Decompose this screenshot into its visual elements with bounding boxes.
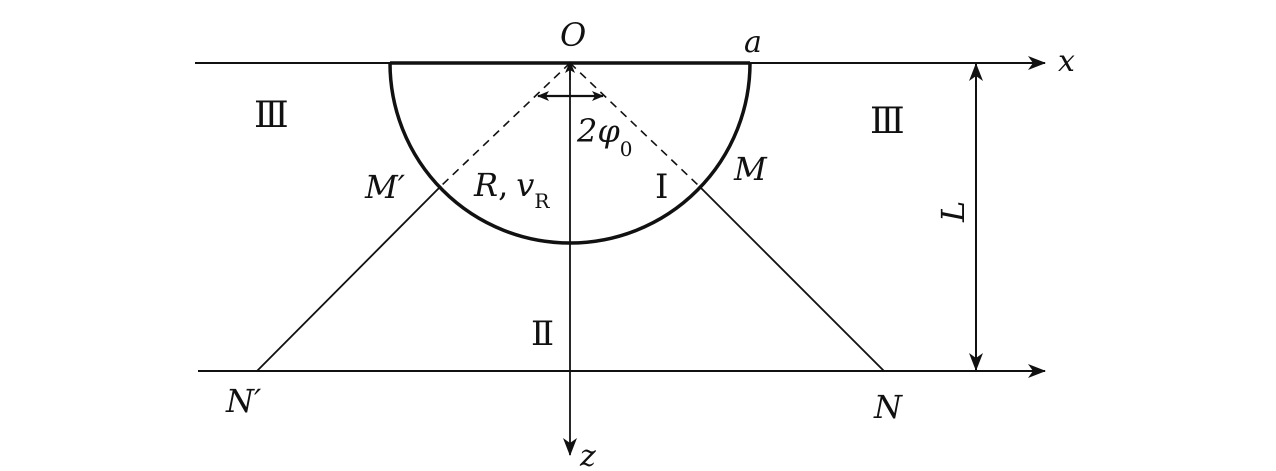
label-angle-sub: 0 xyxy=(620,137,633,161)
label-R-v: R,vR xyxy=(473,166,550,213)
dashed-ray-right xyxy=(569,62,700,187)
label-v: v xyxy=(516,166,534,204)
label-R: R xyxy=(473,166,498,204)
label-M-prime: M′ xyxy=(364,168,406,206)
label-v-sub: R xyxy=(534,189,550,213)
label-z-axis: z xyxy=(579,439,596,471)
label-N: N xyxy=(873,388,903,426)
label-angle: 2φ0 xyxy=(576,112,633,161)
line-M-N xyxy=(698,185,885,372)
label-region-lower: Ⅱ xyxy=(531,314,554,354)
label-region-right: Ⅲ xyxy=(870,101,905,142)
label-region-inner: Ⅰ xyxy=(655,167,668,207)
label-N-prime: N′ xyxy=(225,382,262,420)
label-L: L xyxy=(934,201,972,223)
label-a: a xyxy=(744,25,762,60)
label-angle-main: 2φ xyxy=(576,112,620,150)
label-M: M xyxy=(733,150,768,188)
label-comma: , xyxy=(498,166,508,204)
label-region-left: Ⅲ xyxy=(254,95,289,136)
line-Mprime-Nprime xyxy=(256,185,442,372)
label-origin: O xyxy=(560,16,586,54)
dashed-ray-left xyxy=(440,62,571,187)
label-x-axis: x xyxy=(1058,44,1075,79)
